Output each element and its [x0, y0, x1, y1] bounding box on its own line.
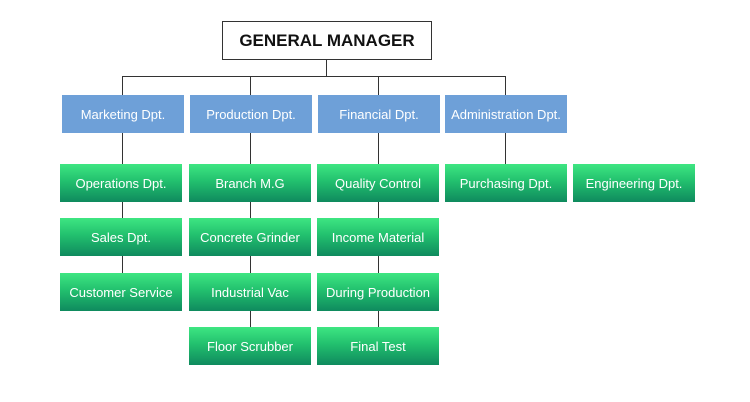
during-production-box: During Production: [317, 273, 439, 311]
income-material-label: Income Material: [331, 229, 425, 245]
concrete-grinder-label: Concrete Grinder: [200, 229, 300, 245]
engineering-dept-box: Engineering Dpt.: [573, 164, 695, 202]
quality-control-box: Quality Control: [317, 164, 439, 202]
final-test-box: Final Test: [317, 327, 439, 365]
connector-production-up: [250, 76, 251, 95]
financial-dept-box: Financial Dpt.: [318, 95, 440, 133]
during-production-label: During Production: [325, 284, 431, 300]
connector-marketing-up: [122, 76, 123, 95]
sales-dept-label: Sales Dpt.: [91, 229, 151, 245]
connector-marketing-column: [122, 133, 123, 273]
connector-horizontal-bus: [122, 76, 506, 77]
purchasing-dept-label: Purchasing Dpt.: [459, 175, 553, 191]
floor-scrubber-box: Floor Scrubber: [189, 327, 311, 365]
general-manager-box: GENERAL MANAGER: [222, 21, 432, 60]
sales-dept-box: Sales Dpt.: [60, 218, 182, 256]
engineering-dept-label: Engineering Dpt.: [585, 175, 683, 191]
customer-service-label: Customer Service: [69, 284, 173, 300]
general-manager-label: GENERAL MANAGER: [239, 30, 415, 50]
industrial-vac-box: Industrial Vac: [189, 273, 311, 311]
branch-mg-box: Branch M.G: [189, 164, 311, 202]
marketing-dept-label: Marketing Dpt.: [80, 106, 166, 122]
customer-service-box: Customer Service: [60, 273, 182, 311]
administration-dept-label: Administration Dpt.: [451, 106, 561, 122]
purchasing-dept-box: Purchasing Dpt.: [445, 164, 567, 202]
income-material-box: Income Material: [317, 218, 439, 256]
operations-dept-label: Operations Dpt.: [75, 175, 167, 191]
concrete-grinder-box: Concrete Grinder: [189, 218, 311, 256]
industrial-vac-label: Industrial Vac: [211, 284, 289, 300]
operations-dept-box: Operations Dpt.: [60, 164, 182, 202]
connector-root-down: [326, 60, 327, 76]
floor-scrubber-label: Floor Scrubber: [207, 338, 293, 354]
final-test-label: Final Test: [350, 338, 406, 354]
quality-control-label: Quality Control: [335, 175, 421, 191]
financial-dept-label: Financial Dpt.: [339, 106, 419, 122]
connector-administration-up: [505, 76, 506, 95]
production-dept-box: Production Dpt.: [190, 95, 312, 133]
connector-financial-up: [378, 76, 379, 95]
marketing-dept-box: Marketing Dpt.: [62, 95, 184, 133]
production-dept-label: Production Dpt.: [206, 106, 296, 122]
branch-mg-label: Branch M.G: [215, 175, 285, 191]
connector-administration-column: [505, 133, 506, 164]
administration-dept-box: Administration Dpt.: [445, 95, 567, 133]
